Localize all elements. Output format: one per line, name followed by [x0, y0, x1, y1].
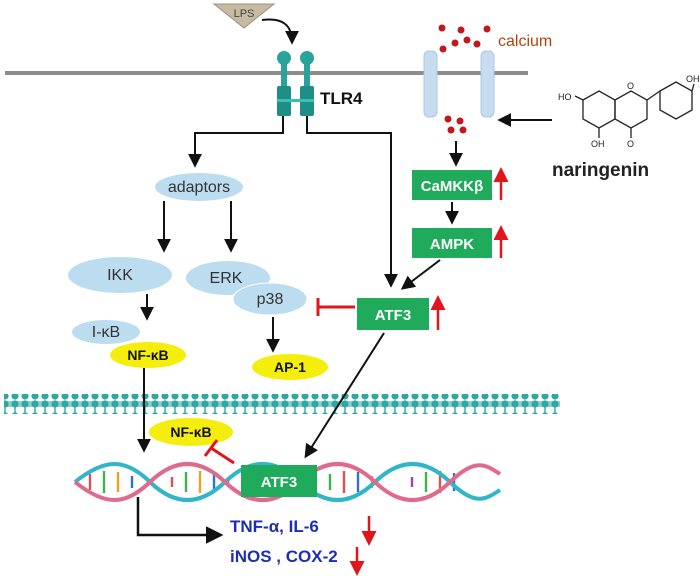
- naringenin-o-ketone: O: [627, 139, 634, 149]
- calcium-channel-icon: [423, 50, 495, 118]
- nfkb-nuclear-label: NF-κB: [170, 424, 211, 440]
- atf3-box: [357, 298, 429, 330]
- transcription-arrow: [136, 497, 224, 544]
- calcium-label: calcium: [498, 33, 552, 50]
- naringenin-oh-bottom: OH: [591, 139, 605, 149]
- lps-label: LPS: [234, 8, 255, 20]
- camkkb-box: [412, 170, 492, 200]
- ampk-to-atf3-arrow: [400, 259, 441, 290]
- naringenin-structure-icon: [574, 81, 695, 138]
- ap1-node: [252, 354, 328, 380]
- output-line-1: TNF-α, IL-6: [230, 517, 319, 536]
- ampk-box: [412, 228, 492, 258]
- tlr4-receptor-icon: [277, 51, 314, 123]
- atf3-inhibit-nfkb-line: [210, 446, 235, 465]
- nfkb-label: NF-κB: [127, 347, 168, 363]
- lps-triangle-icon: [212, 3, 276, 29]
- ikb-node: [72, 320, 140, 344]
- erk-label: ERK: [210, 270, 243, 287]
- ampk-label: AMPK: [430, 236, 474, 253]
- calcium-ions-outside: [438, 24, 491, 53]
- naringenin-oh-right: OH: [686, 74, 700, 84]
- tlr4-to-adaptors-arrow: [188, 123, 284, 168]
- naringenin-o-ring: O: [627, 81, 634, 91]
- atf3-inhibit-nfkb-bar: [203, 439, 219, 457]
- nuclear-membrane-band: [4, 401, 560, 407]
- tlr4-label: TLR4: [320, 89, 363, 108]
- nfkb-node: [110, 342, 186, 368]
- lps-arrow: [261, 18, 299, 45]
- adaptors-label: adaptors: [168, 179, 230, 196]
- cell-membrane: [5, 71, 528, 75]
- ikk-label: IKK: [107, 267, 133, 284]
- ikb-label: I-κB: [92, 324, 120, 341]
- atf3-dna-box: [241, 465, 317, 497]
- nfkb-nuclear-node: [149, 418, 233, 446]
- ikk-node: [68, 257, 172, 293]
- naringenin-label: naringenin: [552, 160, 649, 181]
- adaptors-node: [155, 173, 243, 201]
- calcium-ions-inside: [444, 115, 467, 134]
- naringenin-ho-left: HO: [558, 92, 572, 102]
- output-line-2: iNOS , COX-2: [230, 547, 338, 566]
- atf3-label: ATF3: [375, 307, 411, 324]
- p38-node: [232, 282, 308, 316]
- ap1-label: AP-1: [274, 359, 306, 375]
- tlr4-to-atf3-arrow: [306, 123, 398, 288]
- atf3-to-dna-arrow: [304, 332, 385, 459]
- camkkb-label: CaMKKβ: [421, 178, 484, 195]
- atf3-dna-label: ATF3: [261, 474, 297, 491]
- p38-label: p38: [257, 291, 284, 308]
